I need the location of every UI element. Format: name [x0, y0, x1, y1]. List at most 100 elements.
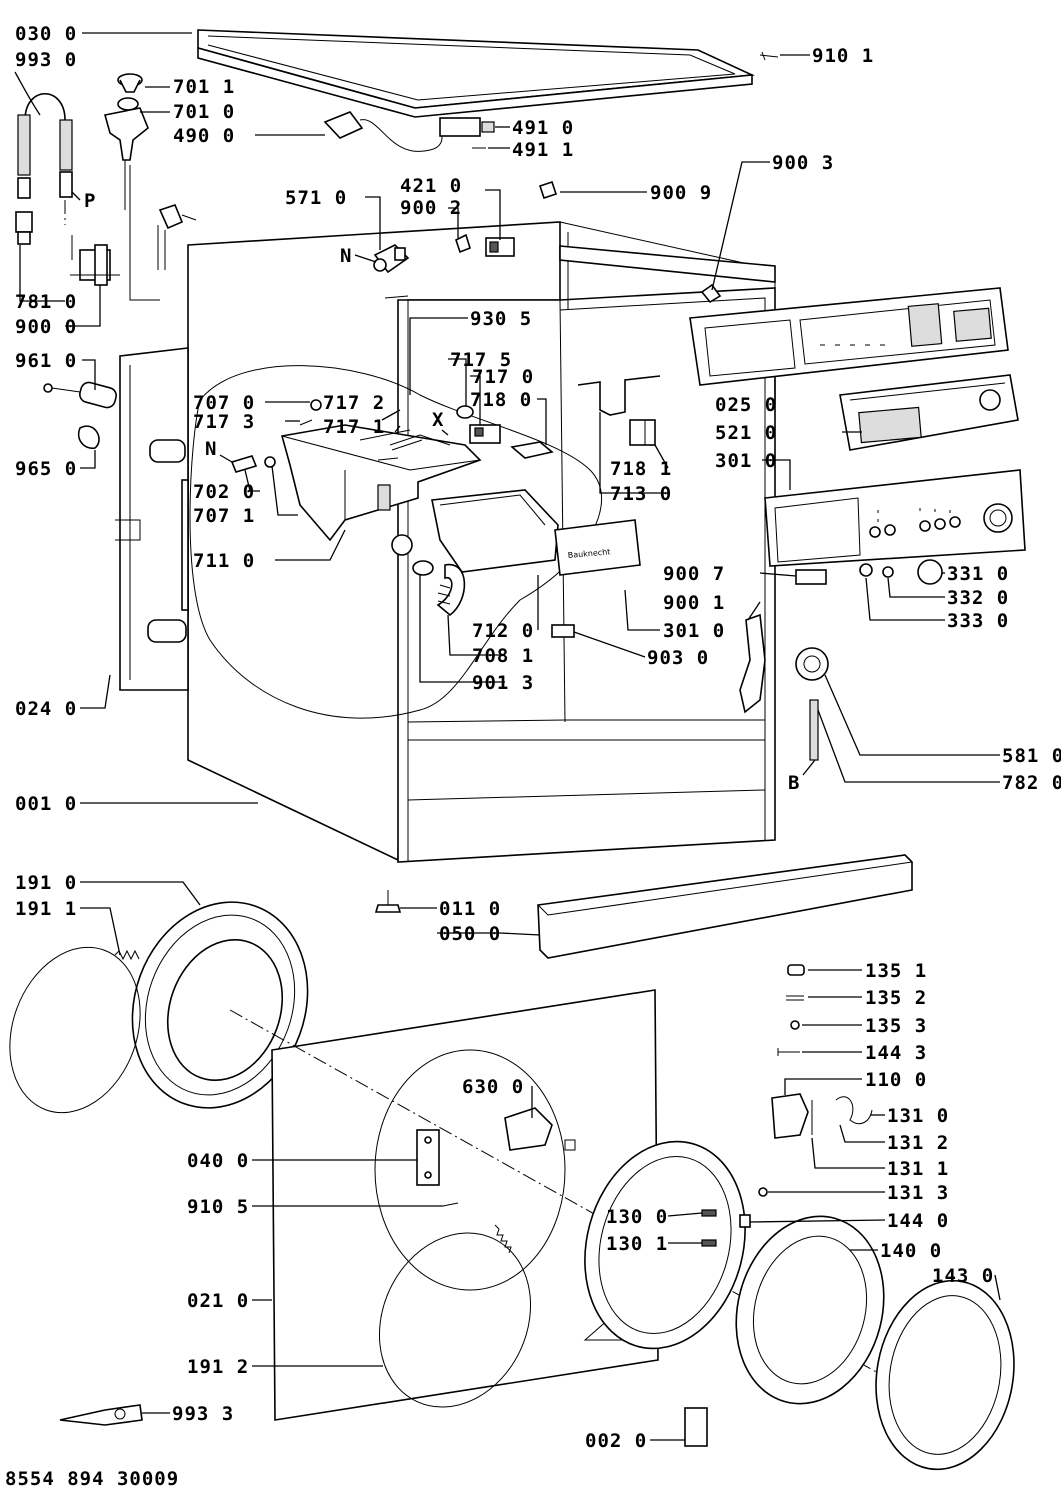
label-135-2: 135 2 — [865, 987, 927, 1009]
label-333-0: 333 0 — [947, 610, 1009, 632]
pressure-switch — [795, 647, 829, 761]
label-135-1: 135 1 — [865, 960, 927, 982]
solenoid-valve — [373, 244, 410, 274]
clamp-ring-lower — [378, 1232, 532, 1408]
label-143-0: 143 0 — [932, 1265, 994, 1287]
label-301-0-panel: 301 0 — [715, 450, 777, 472]
label-781-0: 781 0 — [15, 291, 77, 313]
label-930-5: 930 5 — [470, 308, 532, 330]
clamp-ring-spring — [494, 1224, 512, 1254]
screw-910-5 — [442, 1202, 459, 1207]
detergent-cap — [103, 73, 160, 301]
label-490-0: 490 0 — [173, 125, 235, 147]
label-491-1: 491 1 — [512, 139, 574, 161]
label-900-0: 900 0 — [15, 316, 77, 338]
label-b: B — [788, 772, 800, 794]
door-hardware — [758, 964, 805, 1197]
part-labels: 030 0 993 0 701 1 701 0 490 0 491 0 491 … — [5, 23, 1061, 1490]
label-901-3: 901 3 — [472, 672, 534, 694]
control-panel — [764, 469, 1026, 567]
door-glass — [735, 1215, 885, 1405]
label-521-0: 521 0 — [715, 422, 777, 444]
door-inner-frame — [584, 1140, 751, 1350]
door-outer-frame — [875, 1279, 1015, 1471]
label-130-1: 130 1 — [606, 1233, 668, 1255]
label-713-0: 713 0 — [610, 483, 672, 505]
label-581-0: 581 0 — [1002, 745, 1061, 767]
inlet-valve-assembly — [70, 235, 120, 286]
door-hinge — [416, 1129, 440, 1186]
leader-lines — [14, 32, 1001, 1441]
clip-900-7 — [795, 569, 827, 585]
dispenser-zone-outline — [189, 365, 602, 719]
label-131-3: 131 3 — [887, 1182, 949, 1204]
label-050-0: 050 0 — [439, 923, 501, 945]
label-191-1: 191 1 — [15, 898, 77, 920]
screw-910-1 — [759, 51, 779, 61]
door-seal — [131, 901, 309, 1109]
label-001-0: 001 0 — [15, 793, 77, 815]
interference-filter — [439, 117, 495, 149]
door-handle — [771, 1093, 873, 1139]
label-110-0: 110 0 — [865, 1069, 927, 1091]
label-332-0: 332 0 — [947, 587, 1009, 609]
mains-cable — [323, 111, 443, 152]
label-717-5: 717 5 — [450, 349, 512, 371]
label-144-0: 144 0 — [887, 1210, 949, 1232]
label-135-3: 135 3 — [865, 1015, 927, 1037]
label-717-2: 717 2 — [323, 392, 385, 414]
rear-panel — [115, 347, 189, 691]
label-900-2: 900 2 — [400, 197, 462, 219]
label-421-0: 421 0 — [400, 175, 462, 197]
adjustable-foot — [374, 890, 402, 913]
label-717-0: 717 0 — [472, 366, 534, 388]
label-144-3: 144 3 — [865, 1042, 927, 1064]
clip-903-0 — [551, 624, 575, 638]
door-spring-bracket — [739, 613, 766, 714]
label-718-1: 718 1 — [610, 458, 672, 480]
hose-elbow — [157, 204, 197, 270]
door-lock — [504, 1107, 576, 1151]
label-711-0: 711 0 — [193, 550, 255, 572]
label-993-0: 993 0 — [15, 49, 77, 71]
dispenser-housing — [280, 424, 482, 556]
inlet-hose — [15, 93, 73, 245]
service-tool — [59, 1404, 143, 1426]
label-191-2: 191 2 — [187, 1356, 249, 1378]
label-717-3: 717 3 — [193, 411, 255, 433]
label-900-1: 900 1 — [663, 592, 725, 614]
label-900-3: 900 3 — [772, 152, 834, 174]
label-708-1: 708 1 — [472, 645, 534, 667]
label-491-0: 491 0 — [512, 117, 574, 139]
label-040-0: 040 0 — [187, 1150, 249, 1172]
label-701-1: 701 1 — [173, 76, 235, 98]
label-021-0: 021 0 — [187, 1290, 249, 1312]
label-140-0: 140 0 — [880, 1240, 942, 1262]
label-571-0: 571 0 — [285, 187, 347, 209]
label-910-5: 910 5 — [187, 1196, 249, 1218]
label-782-0: 782 0 — [1002, 772, 1061, 794]
drain-pump-parts — [43, 381, 117, 450]
label-961-0: 961 0 — [15, 350, 77, 372]
label-707-0: 707 0 — [193, 392, 255, 414]
label-965-0: 965 0 — [15, 458, 77, 480]
dispenser-valve-parts — [299, 399, 554, 461]
label-130-0: 130 0 — [606, 1206, 668, 1228]
clip-900-9 — [538, 180, 558, 200]
dispenser-fittings — [230, 455, 276, 473]
front-panel — [271, 989, 659, 1421]
label-712-0: 712 0 — [472, 620, 534, 642]
label-x: X — [432, 409, 444, 431]
control-panel-frame — [689, 287, 1009, 386]
label-702-0: 702 0 — [193, 481, 255, 503]
instruction-booklet — [684, 1407, 708, 1447]
clamp-ring-upper — [9, 946, 141, 1114]
label-024-0: 024 0 — [15, 698, 77, 720]
label-p: P — [84, 190, 96, 212]
electronic-module — [839, 374, 1019, 451]
label-131-0: 131 0 — [887, 1105, 949, 1127]
label-002-0: 002 0 — [585, 1430, 647, 1452]
label-707-1: 707 1 — [193, 505, 255, 527]
dispenser-hose — [412, 560, 466, 617]
